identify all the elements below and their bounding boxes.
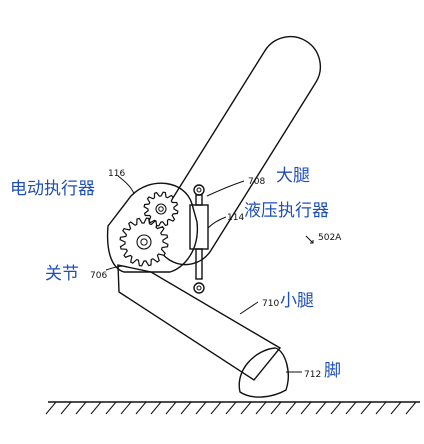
gear-large <box>119 217 169 267</box>
label-thigh: 大腿 708 <box>248 166 310 187</box>
label-assembly: 502A <box>318 233 342 243</box>
label-shank: 小腿 710 <box>262 291 314 311</box>
ground-hatch <box>405 401 417 415</box>
ground-hatch <box>75 401 87 415</box>
ground-hatch <box>270 401 282 415</box>
ground-hatch <box>135 401 147 415</box>
ground-hatch <box>120 401 132 415</box>
thigh <box>154 35 322 266</box>
label-electric-actuator: 电动执行器 116 <box>10 169 125 199</box>
ground-hatch <box>255 401 267 415</box>
label-foot: 脚 712 <box>304 361 341 381</box>
ground-hatch <box>345 401 357 415</box>
ground-hatch <box>375 401 387 415</box>
svg-text:小腿: 小腿 <box>280 291 314 311</box>
ground-hatch <box>285 401 297 415</box>
ground-hatch <box>210 401 222 415</box>
ground-hatch <box>60 401 72 415</box>
svg-text:712: 712 <box>304 370 321 380</box>
svg-text:大腿: 大腿 <box>276 166 310 186</box>
ground-hatch <box>360 401 372 415</box>
shank <box>117 264 282 381</box>
label-joint: 关节 706 <box>45 264 107 284</box>
svg-text:关节: 关节 <box>45 264 79 284</box>
gear-small <box>143 191 179 227</box>
ground-hatch <box>90 401 102 415</box>
ground-hatch <box>315 401 327 415</box>
svg-text:脚: 脚 <box>324 361 341 381</box>
svg-text:116: 116 <box>108 169 125 179</box>
ground-hatch <box>165 401 177 415</box>
svg-text:电动执行器: 电动执行器 <box>10 179 95 199</box>
hydraulic-actuator <box>189 184 209 294</box>
ground-hatch <box>330 401 342 415</box>
ground-hatch <box>225 401 237 415</box>
ground-hatch <box>180 401 192 415</box>
svg-text:706: 706 <box>90 271 107 281</box>
ground-hatch <box>105 401 117 415</box>
svg-text:502A: 502A <box>318 233 342 243</box>
label-hydraulic-actuator: 液压执行器 114 <box>227 201 329 223</box>
leader-lines <box>105 175 314 373</box>
svg-text:液压执行器: 液压执行器 <box>244 201 329 221</box>
ground <box>45 401 420 415</box>
ground-hatch <box>300 401 312 415</box>
foot <box>238 347 289 398</box>
joint-housing <box>106 182 199 273</box>
ground-hatch <box>45 401 57 415</box>
svg-text:710: 710 <box>262 299 279 309</box>
ground-hatch <box>240 401 252 415</box>
ground-hatch <box>195 401 207 415</box>
svg-text:114: 114 <box>227 213 244 223</box>
ground-hatch <box>150 401 162 415</box>
ground-hatch <box>390 401 402 415</box>
svg-text:708: 708 <box>248 177 265 187</box>
